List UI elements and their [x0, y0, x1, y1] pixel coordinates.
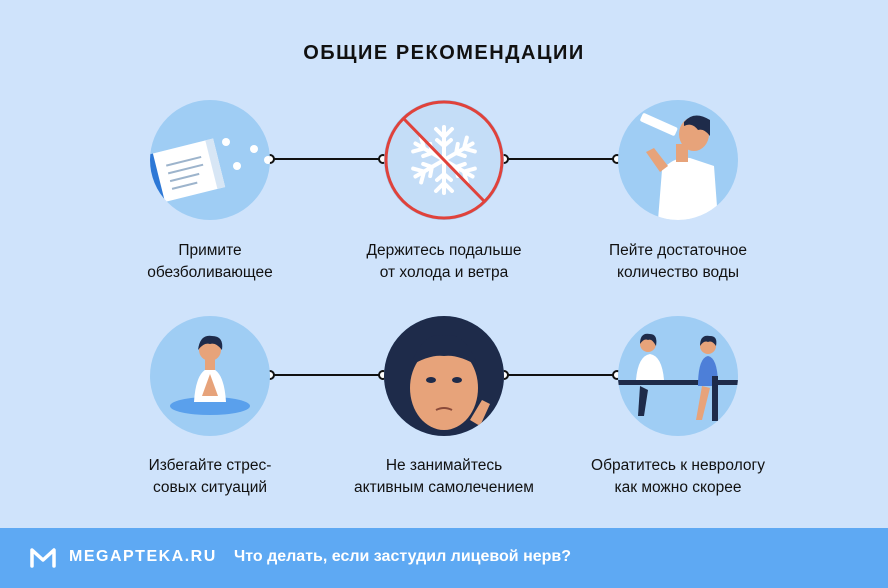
- item-label-line2: совых ситуаций: [152, 479, 268, 496]
- item-label-line1: Пейте достаточное: [609, 242, 747, 259]
- connector-line: [504, 158, 618, 160]
- footer-subtitle: Что делать, если застудил лицевой нерв?: [234, 548, 572, 565]
- doctor-consultation-icon: [618, 316, 738, 436]
- connector-line: [270, 374, 384, 376]
- item-label-line1: Обратитесь к неврологу: [591, 457, 765, 474]
- item-label: Пейте достаточное количество воды: [563, 240, 793, 284]
- meditation-icon: [150, 316, 270, 436]
- item-label: Избегайте стрес- совых ситуаций: [95, 455, 325, 499]
- item-label-line2: от холода и ветра: [379, 264, 509, 281]
- item-label-line1: Не занимайтесь: [385, 457, 503, 474]
- item-label-line2: количество воды: [617, 264, 739, 281]
- drinking-water-icon: [618, 100, 738, 220]
- no-cold-snowflake-icon: [384, 100, 504, 220]
- item-label-line2: как можно скорее: [614, 479, 742, 496]
- megapteka-logo-icon[interactable]: [30, 546, 56, 573]
- worried-face-icon: [384, 316, 504, 436]
- page-title: ОБЩИЕ РЕКОМЕНДАЦИИ: [303, 42, 585, 64]
- item-label: Примите обезболивающее: [95, 240, 325, 284]
- footer-bar: MEGAPTEKA.RU Что делать, если застудил л…: [0, 528, 888, 588]
- brand-link[interactable]: MEGAPTEKA.RU: [69, 548, 217, 565]
- item-label: Обратитесь к неврологу как можно скорее: [563, 455, 793, 499]
- painkiller-pack-icon: [150, 100, 270, 220]
- item-label: Держитесь подальше от холода и ветра: [329, 240, 559, 284]
- item-label-line1: Примите: [178, 242, 242, 259]
- item-label-line2: активным самолечением: [354, 479, 534, 496]
- connector-line: [504, 374, 618, 376]
- connector-line: [270, 158, 384, 160]
- item-label: Не занимайтесь активным самолечением: [329, 455, 559, 499]
- item-label-line1: Держитесь подальше: [366, 242, 522, 259]
- item-label-line2: обезболивающее: [147, 264, 273, 281]
- item-label-line1: Избегайте стрес-: [148, 457, 272, 474]
